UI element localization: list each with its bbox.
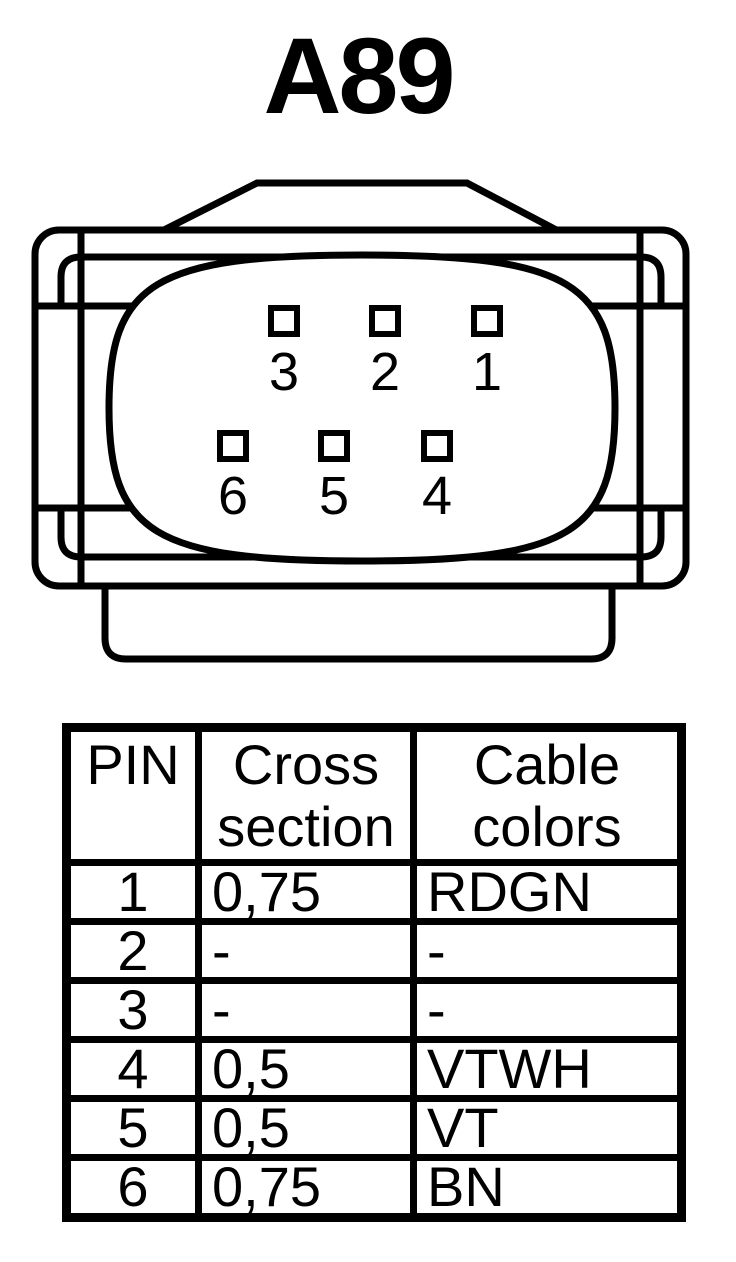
table-row: 6 0,75 BN (63, 1154, 685, 1221)
pin-6-contact (217, 430, 249, 462)
cross-section-cell: - (195, 977, 417, 1043)
cavity-oval (105, 251, 619, 565)
latch-trapezoid (154, 179, 566, 238)
cross-section-cell: 0,5 (195, 1095, 417, 1161)
cable-color-cell: RDGN (410, 859, 685, 925)
table-header-row: PIN Cross section Cable colors (63, 724, 685, 866)
pin-1-label: 1 (472, 342, 502, 402)
pin-number-cell: 3 (63, 977, 202, 1043)
connector-id-title: A89 (263, 15, 455, 136)
cable-color-cell: BN (410, 1154, 685, 1221)
pin-number-cell: 1 (63, 859, 202, 925)
cable-color-cell: - (410, 918, 685, 984)
pin-2-label: 2 (370, 342, 400, 402)
pin-number-cell: 4 (63, 1036, 202, 1102)
pin-assignment-table: PIN Cross section Cable colors 1 0,75 RD… (62, 723, 686, 1222)
pin-5-contact (318, 430, 350, 462)
bottom-tab (101, 573, 616, 663)
header-pin: PIN (63, 724, 202, 866)
pin-2-contact (369, 305, 401, 337)
cross-section-cell: 0,75 (195, 859, 417, 925)
pin-number-cell: 2 (63, 918, 202, 984)
cross-section-cell: 0,5 (195, 1036, 417, 1102)
cross-section-cell: - (195, 918, 417, 984)
cable-color-cell: VTWH (410, 1036, 685, 1102)
cross-section-cell: 0,75 (195, 1154, 417, 1221)
pin-4-contact (421, 430, 453, 462)
cable-color-cell: - (410, 977, 685, 1043)
table-row: 1 0,75 RDGN (63, 859, 685, 925)
table-row: 5 0,5 VT (63, 1095, 685, 1161)
pin-4-label: 4 (422, 466, 452, 526)
header-cable-colors: Cable colors (410, 724, 685, 866)
pin-3-contact (268, 305, 300, 337)
pin-6-label: 6 (218, 466, 248, 526)
pin-5-label: 5 (319, 466, 349, 526)
connector-diagram: 3 2 1 6 5 4 (31, 179, 690, 663)
pin-number-cell: 6 (63, 1154, 202, 1221)
pin-number-cell: 5 (63, 1095, 202, 1161)
pin-3-label: 3 (269, 342, 299, 402)
table-row: 4 0,5 VTWH (63, 1036, 685, 1102)
cable-color-cell: VT (410, 1095, 685, 1161)
pin-1-contact (471, 305, 503, 337)
header-cross-section: Cross section (195, 724, 417, 866)
table-row: 2 - - (63, 918, 685, 984)
table-row: 3 - - (63, 977, 685, 1043)
